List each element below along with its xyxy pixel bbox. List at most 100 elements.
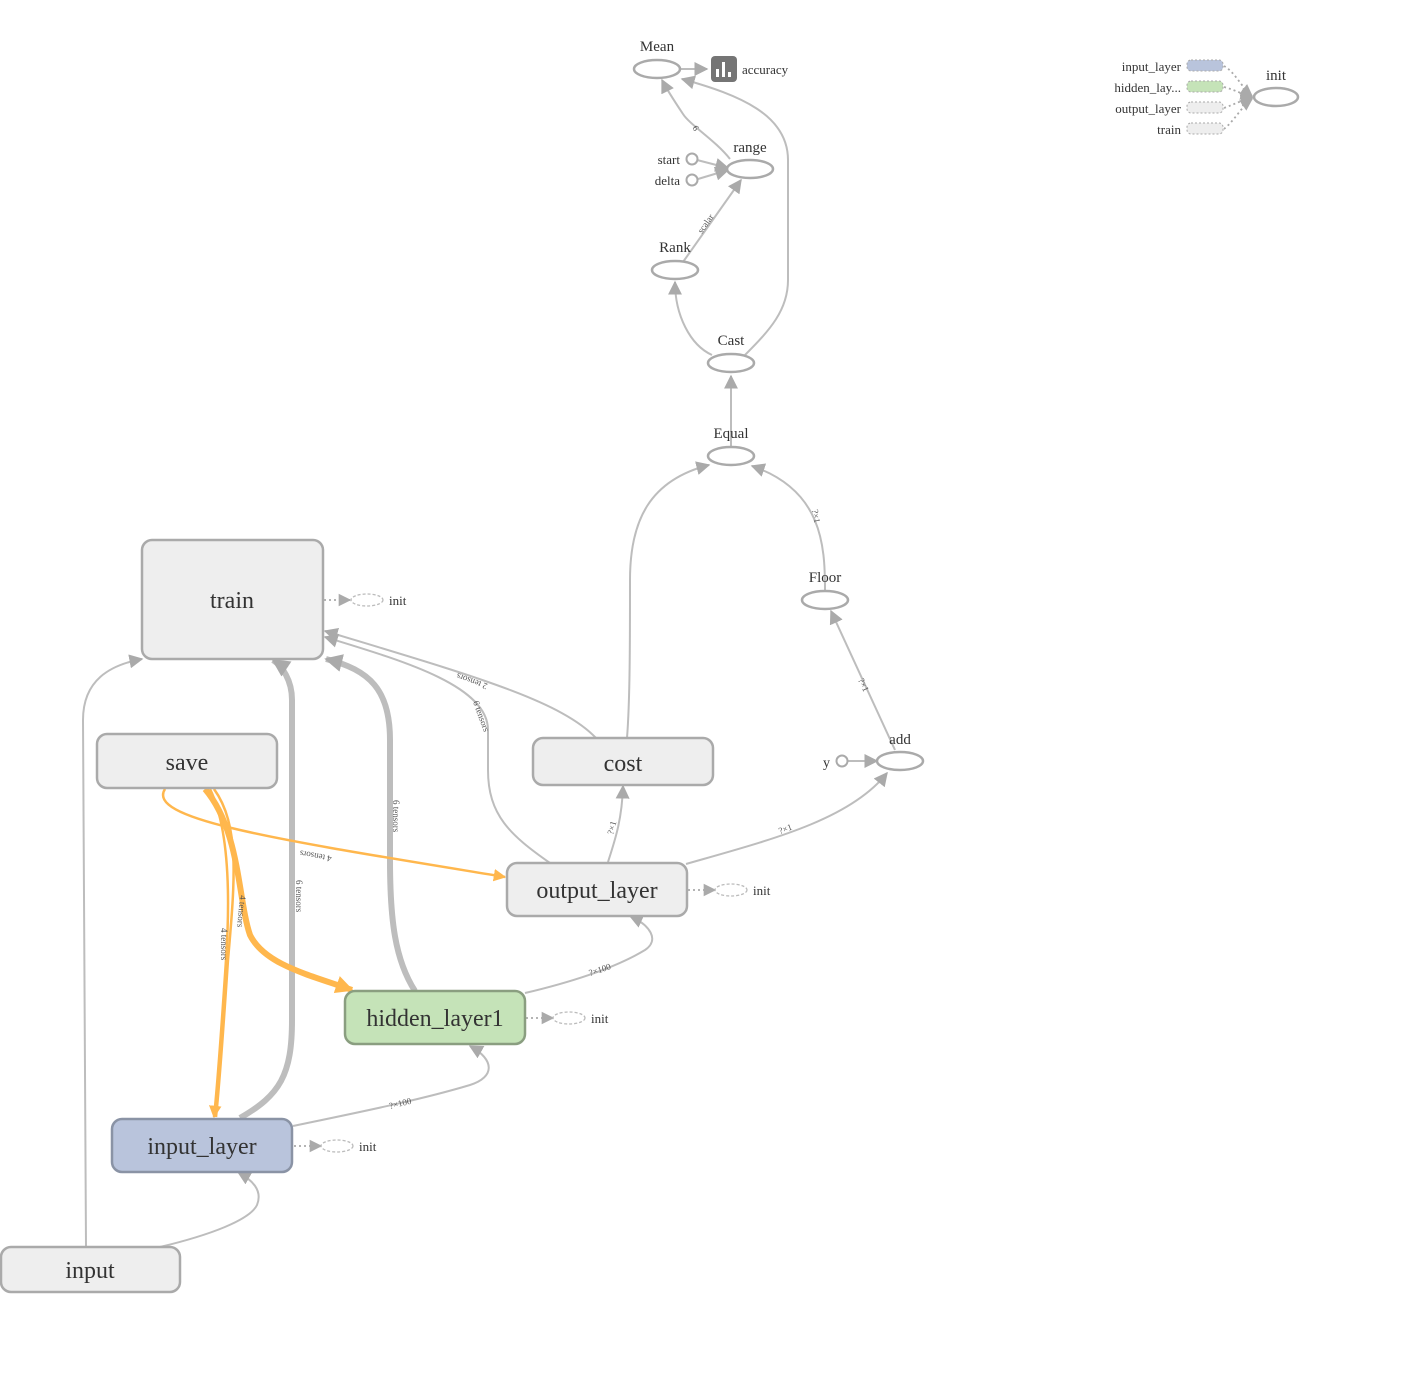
edge-output-add (685, 771, 888, 865)
op-init-label: init (1266, 68, 1287, 84)
edge-label-save-input-layer: 4 tensors (219, 928, 229, 961)
op-equal-label: Equal (714, 426, 749, 442)
legend-swatch (1186, 59, 1224, 72)
edge-hidden-train (324, 654, 418, 993)
legend-item-hidden-layer[interactable]: hidden_lay... (1114, 80, 1224, 95)
accuracy-summary[interactable]: accuracy (711, 56, 789, 82)
op-mean[interactable]: Mean (632, 39, 682, 80)
group-train-label: train (210, 588, 254, 614)
op-floor[interactable]: Floor (800, 570, 850, 611)
edge-label-hidden-train: 6 tensors (391, 800, 401, 833)
edge-cost-equal (626, 461, 711, 739)
init-ref-hidden-layer1-label: init (591, 1011, 609, 1026)
group-input-label: input (65, 1258, 115, 1284)
placeholder-y[interactable]: y (823, 754, 849, 772)
legend-item-output-layer[interactable]: output_layer (1115, 101, 1224, 116)
init-ref-input-layer-label: init (359, 1139, 377, 1154)
op-rank[interactable]: Rank (650, 240, 700, 281)
edge-label-output-add: ?×1 (777, 822, 793, 836)
const-start[interactable]: start (658, 152, 699, 167)
group-input-layer[interactable]: input_layer (110, 1117, 294, 1174)
op-init[interactable]: init (1252, 68, 1300, 108)
op-add[interactable]: add (875, 732, 925, 772)
legend-edge-1 (1223, 65, 1253, 97)
edge-input-input-layer (159, 1171, 260, 1248)
edge-delta-range (697, 166, 730, 181)
edge-label-input-layer-train: 6 tensors (294, 880, 304, 913)
legend-item-label: hidden_lay... (1114, 80, 1181, 95)
init-ref-output-layer-label: init (753, 883, 771, 898)
edge-rank-range (682, 178, 742, 263)
edge-cost-train (323, 627, 597, 739)
edge-label-hidden-output: ?×100 (588, 961, 613, 978)
op-floor-label: Floor (809, 570, 842, 586)
edge-input-layer-hidden (292, 1045, 490, 1127)
edge-input-layer-train (238, 657, 295, 1121)
edge-add-floor (829, 609, 896, 751)
legend-swatch (1186, 101, 1224, 114)
edge-label-floor-equal: ?×1 (810, 509, 822, 524)
legend-edge-2 (1223, 86, 1254, 100)
edge-floor-equal (750, 463, 826, 591)
edge-label-output-cost: ?×1 (605, 820, 618, 836)
group-cost-label: cost (604, 751, 643, 777)
legend-item-input-layer[interactable]: input_layer (1122, 59, 1224, 74)
group-output-layer-label: output_layer (536, 878, 657, 904)
legend-edge-4 (1223, 98, 1254, 130)
group-save[interactable]: save (95, 732, 279, 790)
init-ref-hidden-layer1[interactable]: init (552, 1011, 609, 1026)
op-rank-label: Rank (659, 240, 691, 256)
edge-label-range-mean: 6 (690, 123, 701, 133)
op-range[interactable]: range (725, 140, 775, 180)
edge-save-hidden (202, 787, 354, 994)
edge-cast-mean (680, 75, 789, 356)
init-ref-input-layer[interactable]: init (320, 1139, 377, 1154)
legend-item-label: output_layer (1115, 101, 1181, 116)
edge-input-train (81, 654, 144, 1248)
group-train[interactable]: train (140, 538, 325, 661)
edge-range-mean (661, 78, 731, 160)
op-add-label: add (889, 732, 911, 748)
group-input[interactable]: input (0, 1245, 182, 1294)
accuracy-label: accuracy (742, 62, 789, 77)
const-start-label: start (658, 152, 681, 167)
const-delta-label: delta (655, 173, 680, 188)
placeholder-y-label: y (823, 756, 830, 771)
group-hidden-layer1-label: hidden_layer1 (366, 1006, 503, 1032)
group-hidden-layer1[interactable]: hidden_layer1 (343, 989, 527, 1046)
group-cost[interactable]: cost (531, 736, 715, 787)
group-output-layer[interactable]: output_layer (505, 861, 689, 918)
legend-item-label: input_layer (1122, 59, 1182, 74)
edge-output-cost (607, 784, 630, 863)
edges (81, 62, 1254, 1248)
op-mean-label: Mean (640, 39, 675, 55)
init-ref-train-label: init (389, 593, 407, 608)
group-save-label: save (166, 750, 209, 776)
legend-edge-3 (1223, 94, 1254, 109)
op-cast[interactable]: Cast (706, 333, 756, 374)
init-ref-train[interactable]: init (350, 593, 407, 608)
edge-label-rank-range: scalar (695, 212, 715, 235)
edge-label-output-train: 6 tensors (471, 699, 492, 733)
edge-label-save-hidden: 4 tensors (235, 895, 248, 928)
edge-hidden-output (524, 914, 654, 994)
edge-save-input-layer-b (212, 788, 235, 1118)
legend-swatch (1186, 122, 1224, 135)
edge-output-train (323, 634, 551, 864)
edge-label-input-layer-hidden: ?×100 (388, 1096, 413, 1111)
const-delta[interactable]: delta (655, 173, 699, 188)
legend-swatch (1186, 80, 1224, 93)
legend-item-label: train (1157, 122, 1181, 137)
edge-cast-rank (668, 280, 713, 356)
op-range-label: range (733, 140, 767, 156)
init-ref-output-layer[interactable]: init (714, 883, 771, 898)
group-input-layer-label: input_layer (147, 1134, 256, 1160)
edge-save-input-layer (208, 788, 230, 1119)
edge-save-output (161, 788, 507, 882)
op-equal[interactable]: Equal (706, 426, 756, 467)
legend-item-train[interactable]: train (1157, 122, 1224, 137)
legend-init: input_layer hidden_lay... output_layer t… (1114, 59, 1300, 137)
edge-label-save-output: 4 tensors (298, 848, 332, 864)
op-cast-label: Cast (718, 333, 746, 349)
